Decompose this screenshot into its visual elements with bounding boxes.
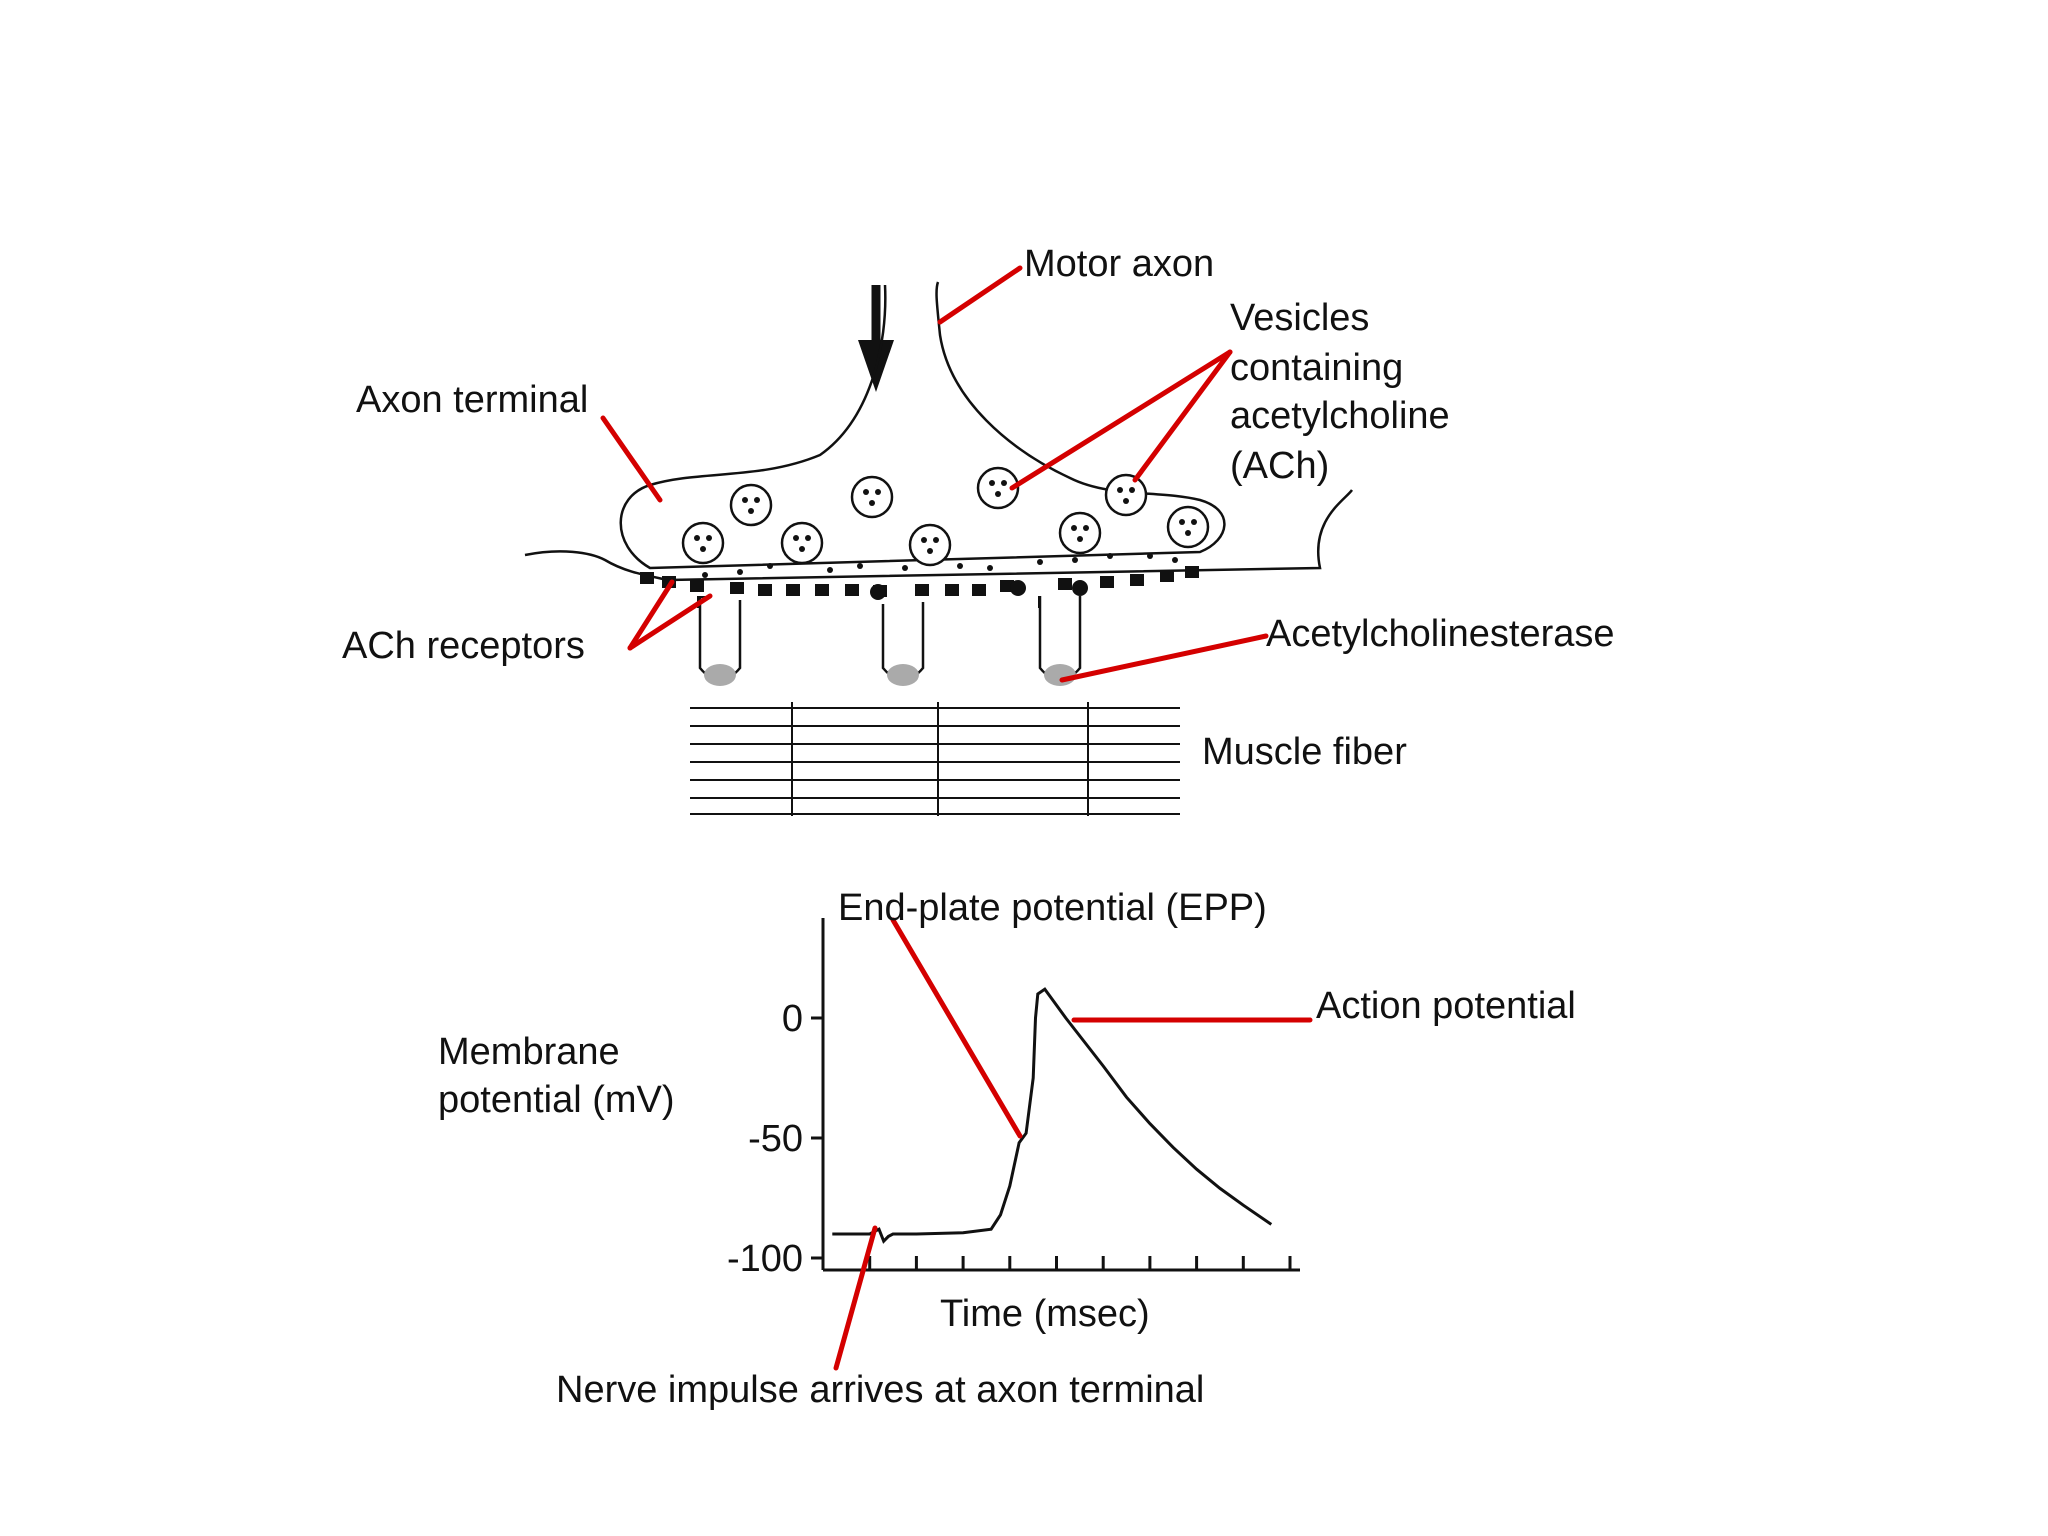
vesicle — [908, 523, 952, 567]
y-ticks: 0 -50 -100 — [727, 998, 823, 1280]
membrane-potential-trace — [832, 987, 1273, 1244]
neuromuscular-junction-drawing: Motor axon Vesicles containing acetylcho… — [342, 243, 1615, 816]
label-vesicles-line2: containing — [1230, 347, 1403, 389]
label-nerve-impulse: Nerve impulse arrives at axon terminal — [556, 1369, 1204, 1411]
vesicle — [1058, 511, 1102, 555]
axon-terminal-outline — [619, 281, 1226, 570]
vesicle — [681, 521, 725, 565]
impulse-arrow-icon — [858, 285, 894, 392]
membrane-potential-chart: 0 -50 -100 Membrane potential (mV) Time (m… — [438, 887, 1576, 1411]
label-vesicles-line1: Vesicles — [1230, 297, 1369, 339]
label-action-potential: Action potential — [1316, 985, 1576, 1027]
vesicle — [850, 475, 894, 519]
synaptic-cleft-ach — [702, 553, 1178, 578]
x-axis-label: Time (msec) — [940, 1293, 1150, 1335]
label-axon-terminal: Axon terminal — [356, 379, 588, 421]
vesicles — [681, 466, 1210, 567]
label-vesicles-line4: (ACh) — [1230, 445, 1329, 487]
label-vesicles-line3: acetylcholine — [1230, 395, 1450, 437]
vesicle — [780, 521, 824, 565]
label-epp: End-plate potential (EPP) — [838, 887, 1267, 929]
y-tick-label: 0 — [782, 998, 803, 1040]
vesicle — [729, 483, 773, 527]
vesicle — [1166, 505, 1210, 549]
label-acetylcholinesterase: Acetylcholinesterase — [1266, 613, 1615, 655]
x-ticks — [868, 1256, 1292, 1270]
diagram-leader-lines — [600, 265, 1269, 683]
chart-leader-lines — [833, 917, 1313, 1371]
muscle-fiber — [690, 702, 1180, 816]
label-motor-axon: Motor axon — [1024, 243, 1214, 285]
y-axis-label-line1: Membrane — [438, 1031, 620, 1073]
vesicle — [976, 466, 1020, 510]
label-ach-receptors: ACh receptors — [342, 625, 585, 667]
y-tick-label: -50 — [748, 1118, 803, 1160]
vesicle — [1104, 473, 1148, 517]
y-axis-label-line2: potential (mV) — [438, 1079, 675, 1121]
y-tick-label: -100 — [727, 1238, 803, 1280]
label-muscle-fiber: Muscle fiber — [1202, 731, 1407, 773]
junctional-folds — [698, 596, 1082, 686]
